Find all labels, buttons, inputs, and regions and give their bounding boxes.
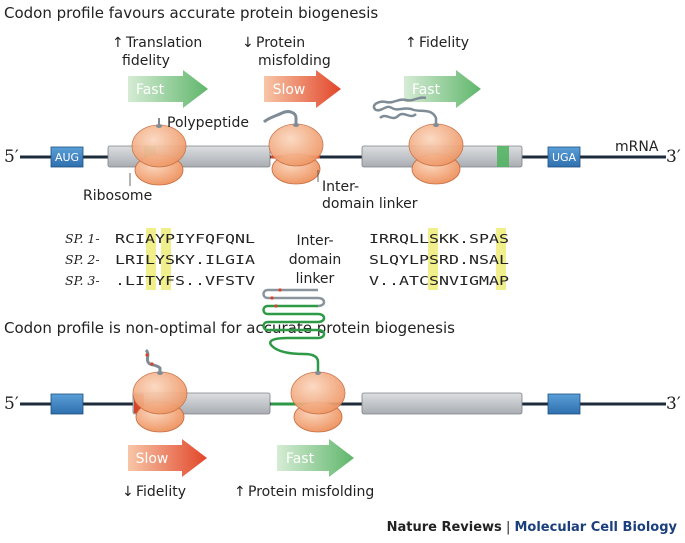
linker-label-line1: Inter-: [322, 179, 359, 195]
polypeptide-label: Polypeptide: [167, 115, 249, 131]
five-prime-label: 5′: [4, 147, 19, 167]
mrna-label: mRNA: [615, 139, 659, 155]
ribosome-bottom-2: [262, 288, 346, 433]
five-prime-label: 5′: [4, 394, 19, 414]
ribosome-label: Ribosome: [83, 188, 152, 204]
annotation-line1: Translation: [125, 35, 202, 51]
annotation-line2: fidelity: [122, 53, 170, 69]
speed-label: Fast: [286, 451, 315, 467]
species-1-seq-left: RCIAYPIYFQFQNL: [115, 231, 255, 246]
highlight-column: [428, 228, 438, 290]
green-codon-mark: [497, 146, 509, 167]
species-2-name: SP. 2-: [65, 252, 100, 267]
publisher-name: Nature Reviews: [386, 520, 502, 535]
down-arrow-icon: ↓: [122, 484, 134, 500]
bottom-annotation-misfolding: Protein misfolding: [248, 484, 374, 500]
speed-label: Fast: [136, 82, 165, 98]
annotation-line1: Fidelity: [419, 35, 469, 51]
species-1-name: SP. 1-: [65, 231, 100, 246]
credit-separator: |: [505, 520, 511, 535]
ribosome-2: [262, 110, 324, 185]
up-arrow-icon: ↑: [234, 484, 246, 500]
stop-codon-box: UGA: [547, 146, 581, 168]
ribosome-1: [131, 118, 187, 186]
annotation-line1: Protein: [256, 35, 305, 51]
alignment-middle-label-1: Inter-: [296, 233, 333, 249]
speed-label: Fast: [412, 82, 441, 98]
annotation-fidelity: ↑ Fidelity: [405, 35, 469, 51]
species-2-seq-right: SLQYLPSRD.NSAL: [369, 252, 509, 267]
three-prime-label: 3′: [666, 147, 681, 167]
start-codon-box: [50, 393, 84, 415]
start-codon-box: AUG: [50, 146, 84, 168]
highlight-column: [496, 228, 506, 290]
up-arrow-icon: ↑: [405, 35, 417, 51]
highlight-column: [161, 228, 171, 290]
stop-codon-label: UGA: [552, 151, 577, 164]
sequence-alignment: SP. 1- RCIAYPIYFQFQNL IRRQLLSKK.SPAS SP.…: [65, 228, 509, 290]
speed-label: Slow: [273, 82, 306, 98]
species-3-seq-right: V..ATCSNVIGMAP: [369, 273, 509, 288]
species-1-seq-right: IRRQLLSKK.SPAS: [369, 231, 509, 246]
slow-arrow-bottom: Slow: [128, 439, 207, 477]
three-prime-label: 3′: [666, 394, 681, 414]
fast-arrow-1: Fast: [128, 70, 208, 108]
up-arrow-icon: ↑: [112, 35, 124, 51]
bottom-annotation-fidelity: Fidelity: [136, 484, 186, 500]
bottom-panel-title: Codon profile is non-optimal for accurat…: [4, 319, 455, 337]
journal-name: Molecular Cell Biology: [514, 520, 677, 535]
highlight-column: [146, 228, 156, 290]
annotation-translation-fidelity: ↑ Translation fidelity: [112, 35, 202, 69]
annotation-protein-misfolding: ↓ Protein misfolding: [242, 35, 331, 69]
stop-codon-box: [547, 393, 581, 415]
down-arrow-icon: ↓: [242, 35, 254, 51]
fast-arrow-bottom: Fast: [277, 439, 354, 477]
domain-segment-2: [361, 392, 523, 415]
annotation-line2: misfolding: [258, 53, 331, 69]
ribosome-bottom-1: [132, 348, 188, 433]
journal-credit: Nature Reviews | Molecular Cell Biology: [387, 520, 677, 535]
start-codon-label: AUG: [55, 151, 79, 164]
top-panel-title: Codon profile favours accurate protein b…: [4, 4, 378, 22]
species-3-seq-left: .LITYFS..VFSTV: [115, 273, 256, 288]
alignment-middle-label-3: linker: [296, 271, 335, 287]
alignment-middle-label-2: domain: [289, 252, 341, 268]
linker-label-line2: domain linker: [322, 196, 418, 212]
slow-arrow-1: Slow: [264, 70, 341, 108]
ribosome-3: [372, 96, 464, 185]
species-3-name: SP. 3-: [65, 273, 100, 288]
species-2-seq-left: LRILYSKY.ILGIA: [115, 252, 256, 267]
fast-arrow-2: Fast: [404, 70, 481, 108]
speed-label: Slow: [136, 451, 169, 467]
